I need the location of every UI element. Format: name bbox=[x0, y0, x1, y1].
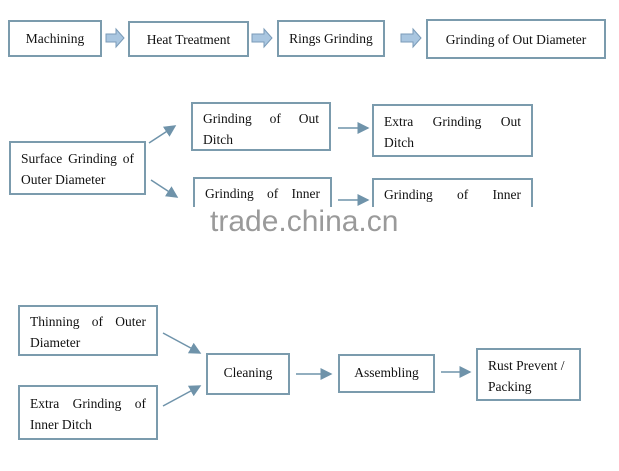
step-extra-grinding-out-ditch: Extra Grinding Out Ditch bbox=[372, 104, 533, 157]
step-label: Grinding of Inner bbox=[205, 186, 320, 201]
step-grinding-out-diameter: Grinding of Out Diameter bbox=[426, 19, 606, 59]
step-label: Thinning of Outer Diameter bbox=[30, 314, 146, 350]
block-arrow-3 bbox=[400, 27, 422, 49]
block-arrows bbox=[105, 27, 422, 49]
step-label: Assembling bbox=[354, 365, 419, 380]
step-label: Extra Grinding Out Ditch bbox=[384, 114, 521, 150]
step-label: Rust Prevent / Packing bbox=[488, 358, 565, 394]
watermark-band bbox=[100, 207, 550, 247]
arrow-to-out-ditch bbox=[148, 125, 177, 144]
step-label: Extra Grinding of Inner Ditch bbox=[30, 396, 146, 432]
step-cleaning: Cleaning bbox=[206, 353, 290, 395]
step-thinning-outer-diameter: Thinning of Outer Diameter bbox=[18, 305, 158, 356]
watermark: trade.china.cn bbox=[210, 205, 399, 238]
step-heat-treatment: Heat Treatment bbox=[128, 21, 249, 57]
step-rings-grinding: Rings Grinding bbox=[277, 20, 385, 57]
step-grinding-out-ditch: Grinding of Out Ditch bbox=[191, 102, 331, 151]
arrow-extra-cleaning bbox=[162, 385, 202, 407]
arrow-to-inner bbox=[150, 179, 179, 198]
step-assembling: Assembling bbox=[338, 354, 435, 393]
arrow-thinning-cleaning bbox=[162, 332, 202, 354]
block-arrow-1 bbox=[105, 27, 125, 49]
block-arrow-2 bbox=[251, 27, 273, 49]
step-machining: Machining bbox=[8, 20, 102, 57]
step-extra-grinding-inner-ditch: Extra Grinding of Inner Ditch bbox=[18, 385, 158, 440]
step-label: Grinding of Out Ditch bbox=[203, 111, 319, 147]
step-label: Cleaning bbox=[223, 365, 273, 380]
step-surface-grinding: Surface Grinding of Outer Diameter bbox=[9, 141, 146, 195]
step-label: Surface Grinding of Outer Diameter bbox=[21, 151, 134, 187]
step-label: Grinding of Inner bbox=[384, 187, 521, 202]
step-rust-prevent-packing: Rust Prevent / Packing bbox=[476, 348, 581, 401]
step-label: Rings Grinding bbox=[289, 31, 373, 46]
step-label: Machining bbox=[25, 31, 85, 46]
step-label: Grinding of Out Diameter bbox=[445, 31, 587, 47]
step-label: Heat Treatment bbox=[146, 31, 231, 47]
